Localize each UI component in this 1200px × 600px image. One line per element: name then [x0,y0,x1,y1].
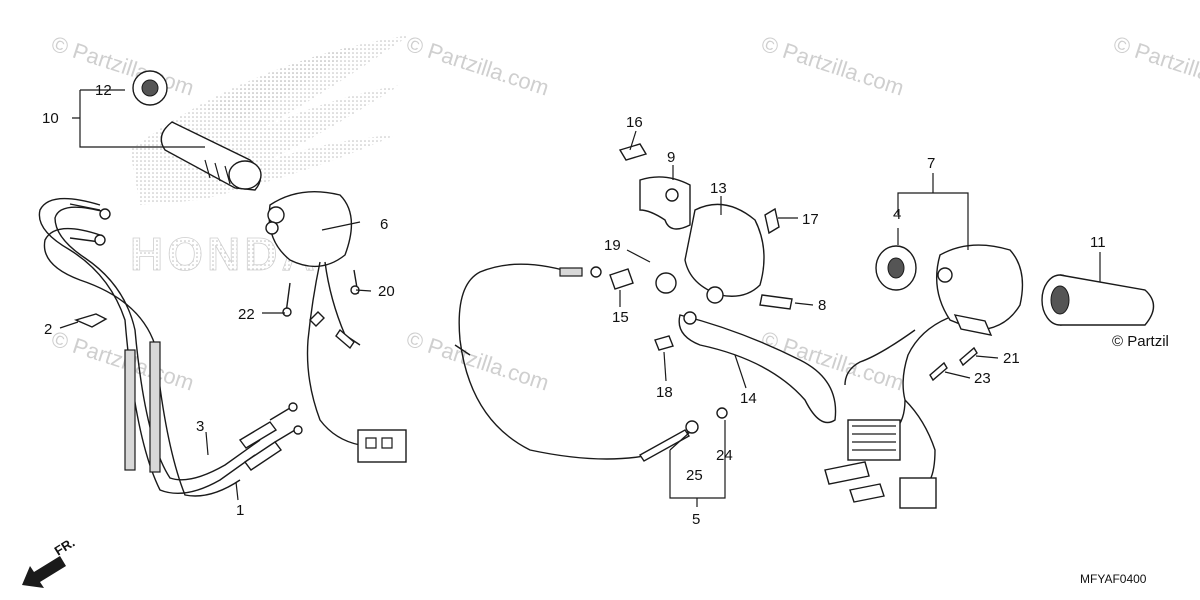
front-arrow-icon [22,556,66,588]
part-14-clutch-lever [678,314,837,424]
part-9-holder [639,176,691,230]
clutch-lever-assembly [609,143,837,424]
callout-14: 14 [740,390,757,407]
callout-7: 7 [927,155,935,172]
drawing-code: MFYAF0400 [1080,572,1147,586]
callout-8: 8 [818,297,826,314]
callout-5: 5 [692,511,700,528]
leader-lines [59,89,1101,507]
part-21-screw [959,346,978,367]
callout-15: 15 [612,309,629,326]
callout-25: 25 [686,467,703,484]
part-7-switch-housing [935,244,1024,331]
watermark-edge: © Partzil [1112,333,1169,350]
part-16-bolt [618,143,648,161]
part-17-screw [764,207,780,235]
callout-16: 16 [626,114,643,131]
callout-12: 12 [95,82,112,99]
part-2-clamp [73,313,108,328]
part-8-switch [759,294,793,310]
callout-20: 20 [378,283,395,300]
callout-9: 9 [667,149,675,166]
watermark: © Partzilla.com [1110,31,1200,101]
callout-1: 1 [236,502,244,519]
right-switch-connector-small [899,477,937,509]
callout-10: 10 [42,110,59,127]
throttle-cables [38,197,303,497]
callout-24: 24 [716,447,733,464]
right-switch-assembly [824,244,1155,509]
callout-17: 17 [802,211,819,228]
part-19-dial [655,272,677,294]
part-25-nut [685,420,699,434]
callout-3: 3 [196,418,204,435]
part-24-washer [716,407,728,419]
callout-11: 11 [1090,234,1106,251]
callout-22: 22 [238,306,255,323]
throttle-grip-assembly [132,70,262,191]
part-11-grip [1059,274,1155,326]
callout-6: 6 [380,216,388,233]
watermark: © Partzilla.com [403,326,552,396]
part-13-bracket [684,203,765,297]
callout-18: 18 [656,384,673,401]
part-6-switch-housing [268,190,353,268]
right-switch-connector-large [847,419,901,461]
part-15-adjuster [609,268,634,290]
watermarks: © Partzilla.com © Partzilla.com © Partzi… [48,31,1200,396]
clutch-cable [454,263,728,462]
left-switch-housing [265,190,407,463]
part-23-screw [929,361,948,382]
callout-19: 19 [604,237,621,254]
callout-23: 23 [974,370,991,387]
watermark: © Partzilla.com [403,31,552,101]
callout-13: 13 [710,180,727,197]
callout-labels: 1 2 3 4 5 6 7 8 9 10 11 12 13 14 15 16 1… [42,82,1106,528]
front-direction-indicator: FR. [22,535,77,588]
front-arrow-label: FR. [52,535,78,559]
callout-4: 4 [893,206,901,223]
part-18-bolt [654,335,674,351]
watermark: © Partzilla.com [758,31,907,101]
watermark: © Partzilla.com [48,326,197,396]
callout-21: 21 [1003,350,1020,367]
callout-2: 2 [44,321,52,338]
